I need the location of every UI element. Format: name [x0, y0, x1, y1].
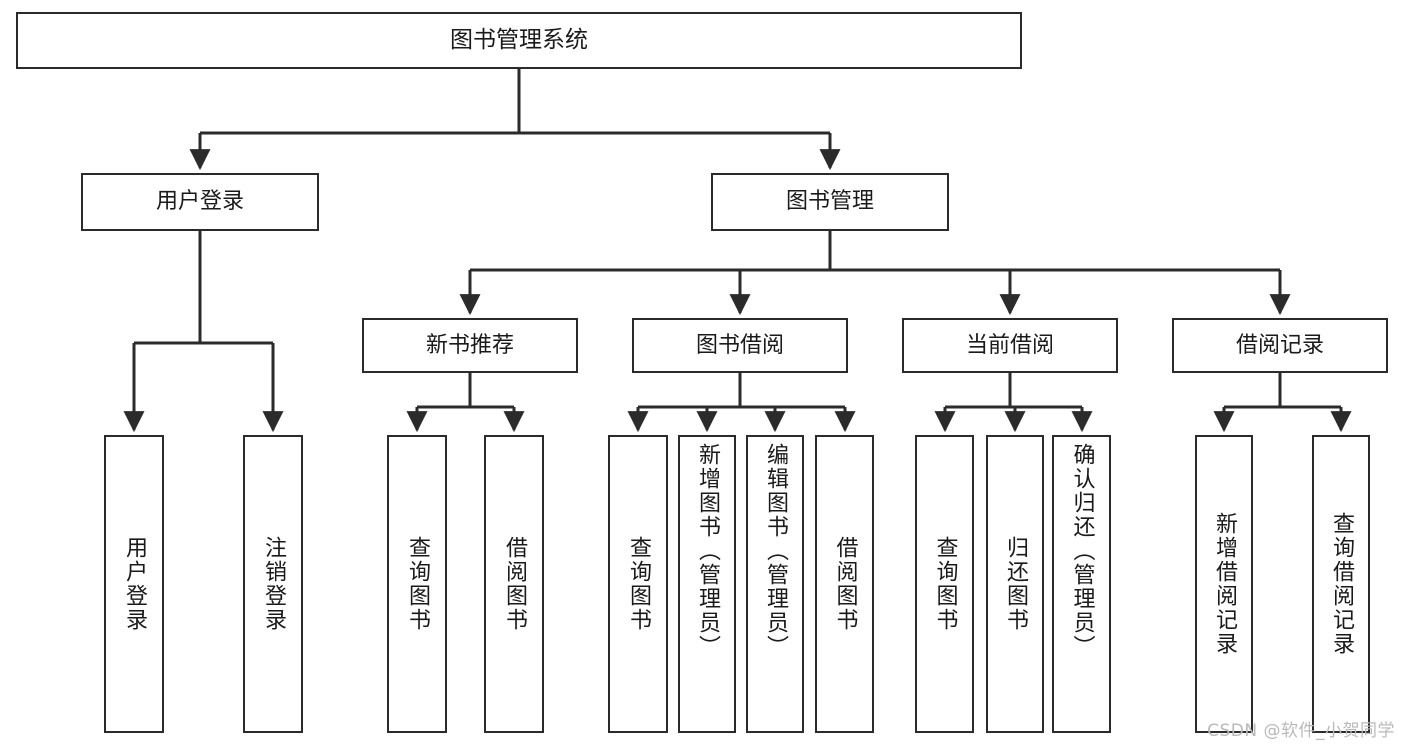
- node-leaf-logout[interactable]: 注销登录: [243, 435, 303, 733]
- node-new-book-rec-label: 新书推荐: [425, 332, 514, 358]
- node-book-manage[interactable]: 图书管理: [711, 173, 949, 231]
- node-leaf-query-book-1-label: 查询图书: [405, 536, 430, 632]
- node-leaf-confirm-return-label: 确认归还（管理员）: [1069, 443, 1095, 659]
- node-leaf-query-record[interactable]: 查询借阅记录: [1312, 435, 1370, 733]
- node-leaf-query-book-2-label: 查询图书: [626, 536, 651, 632]
- node-leaf-query-book-2[interactable]: 查询图书: [608, 435, 668, 733]
- node-current-borrow[interactable]: 当前借阅: [902, 318, 1118, 373]
- node-leaf-confirm-return[interactable]: 确认归还（管理员）: [1052, 435, 1111, 733]
- node-leaf-query-book-1[interactable]: 查询图书: [387, 435, 447, 733]
- node-borrow-record-label: 借阅记录: [1235, 332, 1324, 358]
- node-leaf-user-login[interactable]: 用户登录: [104, 435, 164, 733]
- node-book-manage-label: 图书管理: [785, 189, 874, 215]
- node-book-borrow[interactable]: 图书借阅: [632, 318, 848, 373]
- node-leaf-return-book-label: 归还图书: [1003, 536, 1028, 632]
- node-current-borrow-label: 当前借阅: [965, 332, 1054, 358]
- csdn-watermark: CSDN @软件_小贺同学: [1207, 721, 1395, 741]
- node-user-login[interactable]: 用户登录: [81, 173, 319, 231]
- node-leaf-edit-book-label: 编辑图书（管理员）: [763, 443, 788, 659]
- node-leaf-user-login-label: 用户登录: [122, 536, 147, 632]
- node-leaf-query-record-label: 查询借阅记录: [1329, 512, 1354, 656]
- node-borrow-record[interactable]: 借阅记录: [1172, 318, 1388, 373]
- node-leaf-return-book[interactable]: 归还图书: [986, 435, 1044, 733]
- node-root-label: 图书管理系统: [450, 26, 588, 53]
- node-leaf-borrow-book-2-label: 借阅图书: [832, 536, 858, 632]
- node-new-book-rec[interactable]: 新书推荐: [362, 318, 578, 373]
- node-leaf-borrow-book-1-label: 借阅图书: [502, 536, 527, 632]
- node-leaf-add-record-label: 新增借阅记录: [1212, 512, 1237, 656]
- node-user-login-label: 用户登录: [155, 189, 244, 215]
- node-root[interactable]: 图书管理系统: [16, 12, 1022, 69]
- node-leaf-edit-book[interactable]: 编辑图书（管理员）: [746, 435, 804, 733]
- node-leaf-add-book-label: 新增图书（管理员）: [695, 443, 720, 659]
- node-leaf-add-record[interactable]: 新增借阅记录: [1195, 435, 1253, 733]
- node-leaf-query-book-3-label: 查询图书: [932, 536, 958, 632]
- node-book-borrow-label: 图书借阅: [695, 332, 784, 358]
- node-leaf-add-book[interactable]: 新增图书（管理员）: [678, 435, 736, 733]
- node-leaf-query-book-3[interactable]: 查询图书: [915, 435, 974, 733]
- node-leaf-borrow-book-1[interactable]: 借阅图书: [484, 435, 544, 733]
- node-leaf-logout-label: 注销登录: [261, 536, 286, 632]
- node-leaf-borrow-book-2[interactable]: 借阅图书: [815, 435, 874, 733]
